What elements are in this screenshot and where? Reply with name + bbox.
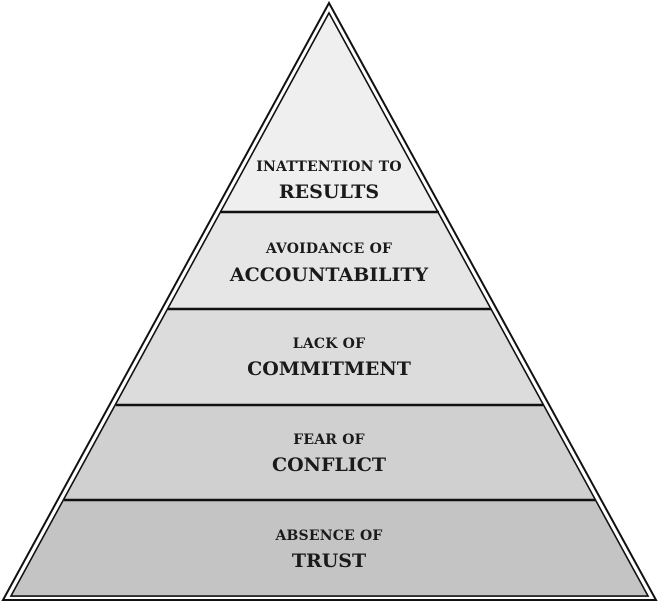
- tier-accountability-prefix: AVOIDANCE OF: [265, 241, 392, 257]
- tier-commitment-prefix: LACK OF: [293, 336, 365, 352]
- tier-trust-prefix: ABSENCE OF: [274, 528, 382, 544]
- tier-commitment-band: [115, 309, 544, 405]
- tier-conflict-prefix: FEAR OF: [293, 432, 365, 448]
- tier-trust-band: [11, 500, 648, 596]
- tier-labels: INATTENTION TO RESULTS AVOIDANCE OF ACCO…: [229, 159, 429, 572]
- tier-accountability-title: ACCOUNTABILITY: [229, 264, 429, 286]
- tier-results-prefix: INATTENTION TO: [256, 159, 402, 175]
- tier-conflict-title: CONFLICT: [272, 454, 386, 476]
- tier-results-band: [220, 13, 438, 212]
- pyramid-tiers: [11, 13, 648, 596]
- tier-commitment-title: COMMITMENT: [247, 358, 411, 380]
- tier-trust-title: TRUST: [292, 550, 366, 572]
- tier-results-title: RESULTS: [279, 181, 379, 203]
- pyramid-inner-edge: [9, 11, 650, 597]
- tier-accountability-band: [167, 212, 491, 309]
- tier-conflict-band: [63, 405, 596, 500]
- tier-dividers: [64, 210, 595, 502]
